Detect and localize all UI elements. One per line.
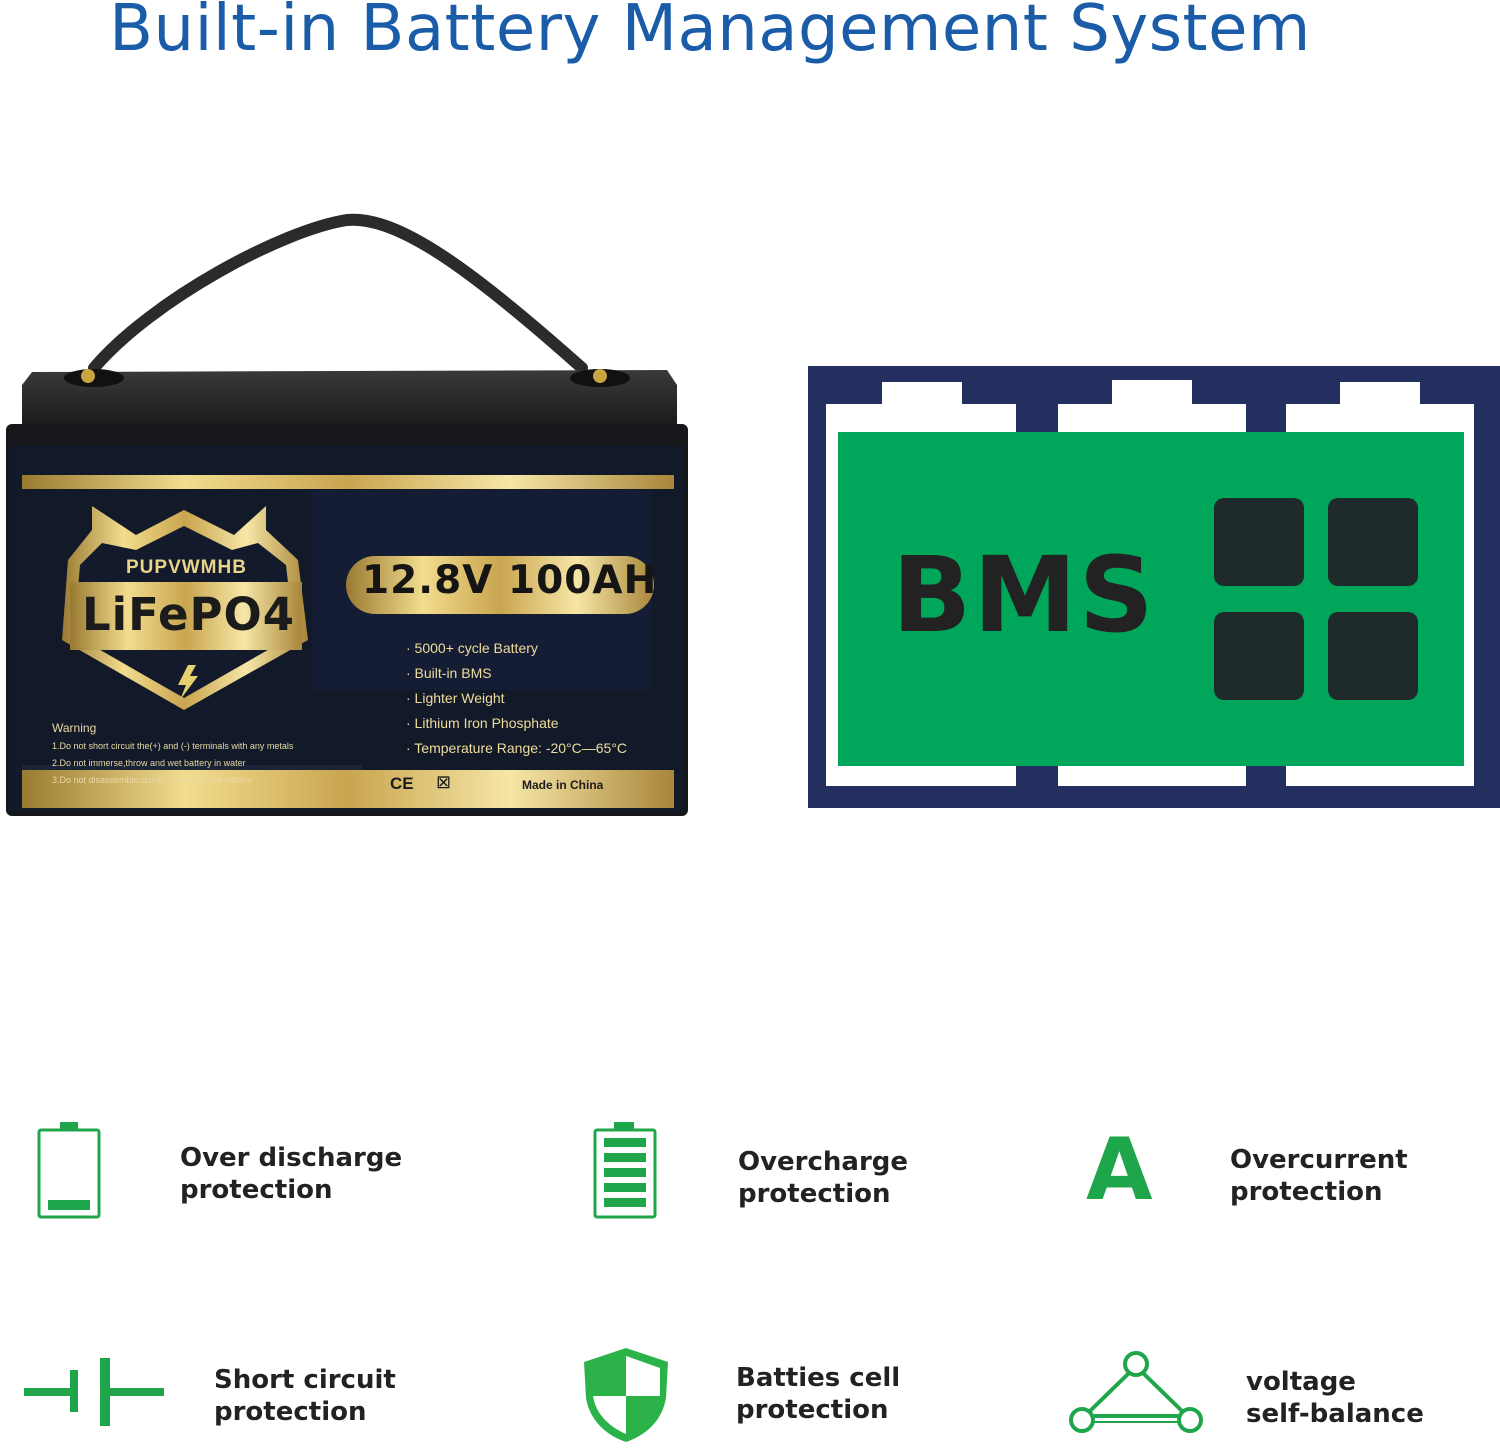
battery-feature: · 5000+ cycle Battery [406,640,538,656]
battery-feature: · Lighter Weight [406,690,505,706]
short-circuit-icon [24,1356,166,1432]
battery-product-image: PUPVWMHB LiFePO4 12.8V 100AH · 5000+ cyc… [2,210,692,822]
recycle-bin-icon: ⊠ [436,772,452,792]
balance-triangle-icon [1066,1350,1206,1442]
battery-feature: · Built-in BMS [406,665,492,681]
battery-warning: 2.Do not immerse,throw and wet battery i… [52,758,246,768]
ampere-icon: A [1086,1120,1153,1220]
bms-illustration: BMS [808,366,1500,808]
battery-warning-title: Warning [52,721,97,735]
ce-mark: CE [390,774,414,793]
battery-brand: PUPVWMHB [126,557,247,578]
bms-board-graphic [808,366,1500,808]
battery-origin: Made in China [522,778,604,792]
battery-warning: 3.Do not disassemble.crush. Or modify th… [52,775,253,785]
battery-feature: · Lithium Iron Phosphate [406,715,559,731]
bms-label: BMS [892,534,1156,656]
battery-warning: 1.Do not short circuit the(+) and (-) te… [52,741,294,751]
battery-chemistry: LiFePO4 [82,588,296,641]
battery-rating: 12.8V 100AH [362,558,658,603]
page-title: Built-in Battery Management System [109,0,1311,66]
battery-low-icon [36,1120,102,1224]
battery-full-icon [592,1120,658,1224]
battery-feature: · Temperature Range: -20°C—65°C [406,740,628,756]
shield-icon [582,1346,670,1448]
battery-body-graphic [6,213,688,816]
